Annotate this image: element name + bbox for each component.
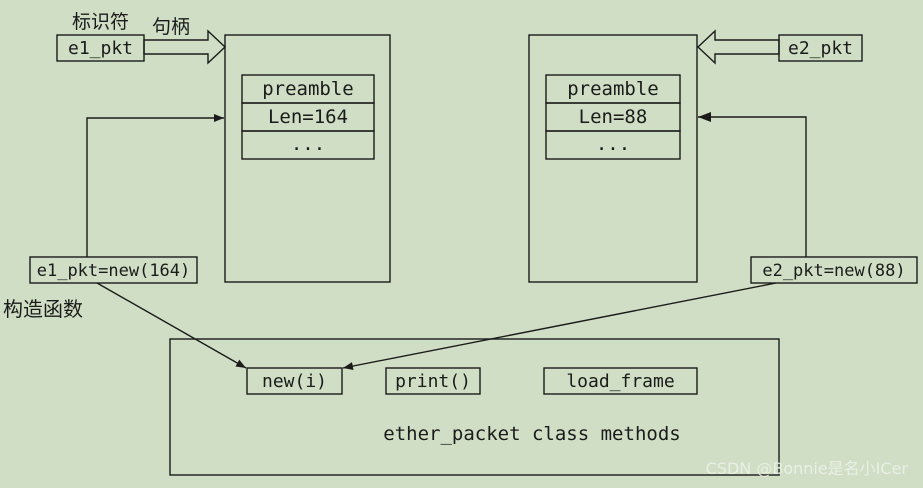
class-caption: ether_packet class methods bbox=[383, 423, 680, 445]
e2-field-preamble: preamble bbox=[567, 78, 659, 100]
e2-field-len: Len=88 bbox=[579, 106, 648, 128]
method-print-box bbox=[385, 367, 481, 395]
e1-constructor-call-box bbox=[29, 256, 198, 284]
class-methods-box bbox=[169, 338, 780, 476]
method-new-label: new(i) bbox=[262, 371, 327, 392]
e2-constructor-call-label: e2_pkt=new(88) bbox=[762, 261, 905, 281]
diagram-labels: 标识符 句柄 e1_pkt e2_pkt preamble Len=164 ..… bbox=[3, 11, 906, 445]
e2-handle-arrow bbox=[696, 29, 780, 65]
e1-handle-label: e1_pkt bbox=[68, 38, 133, 59]
method-new-box bbox=[246, 367, 343, 395]
constructor-label: 构造函数 bbox=[3, 297, 83, 321]
diagram-shapes bbox=[29, 29, 918, 476]
e1-call-to-object-connector bbox=[86, 114, 224, 257]
method-load-frame-label: load_frame bbox=[566, 371, 674, 392]
watermark-text: CSDN @Bonnie是名小ICer bbox=[706, 459, 909, 478]
e1-handle-arrow bbox=[143, 29, 227, 65]
handle-label: 句柄 bbox=[152, 16, 190, 38]
identifier-label: 标识符 bbox=[72, 11, 129, 33]
e2-handle-label: e2_pkt bbox=[788, 38, 853, 59]
e1-field-preamble: preamble bbox=[262, 78, 354, 100]
e1-constructor-call-label: e1_pkt=new(164) bbox=[37, 261, 191, 281]
e2-constructor-call-box bbox=[750, 256, 918, 284]
e1-field-len: Len=164 bbox=[268, 106, 348, 128]
e2-call-to-new-connector bbox=[342, 282, 777, 370]
e2-field-more-cell bbox=[545, 130, 681, 160]
e2-object-box bbox=[528, 34, 698, 283]
e1-object-box bbox=[224, 34, 391, 283]
e1-field-more: ... bbox=[291, 133, 325, 155]
e1-field-more-cell bbox=[241, 130, 375, 160]
e1-call-to-new-connector bbox=[96, 282, 247, 369]
method-print-label: print() bbox=[395, 371, 471, 392]
e2-field-more: ... bbox=[596, 133, 630, 155]
method-load-frame-box bbox=[543, 367, 698, 395]
e2-call-to-object-connector bbox=[698, 112, 807, 257]
